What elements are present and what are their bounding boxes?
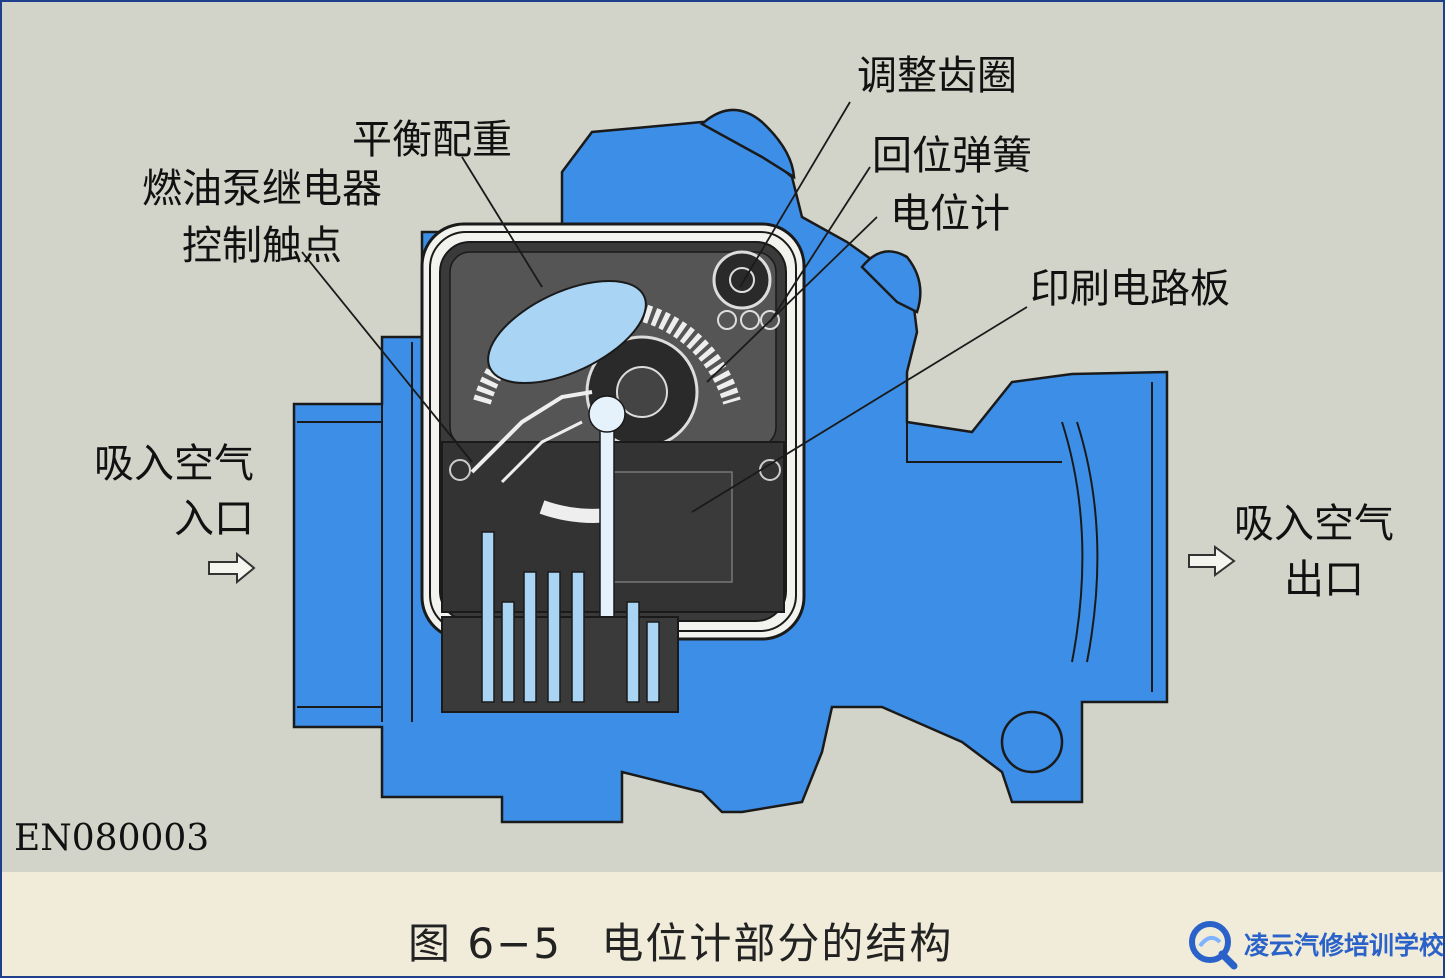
label-potentiometer: 电位计	[890, 191, 1010, 237]
figure-caption: 图 6−5 电位计部分的结构	[408, 910, 977, 971]
label-air-inlet-1: 吸入空气	[94, 441, 254, 487]
counterweight-part	[487, 279, 647, 385]
label-counterweight: 平衡配重	[352, 117, 512, 163]
outlet-arrow-icon	[1188, 545, 1236, 577]
caption-number: 图 6−5	[408, 919, 562, 968]
watermark: 凌云汽修培训学校	[1186, 918, 1444, 970]
label-air-inlet-2: 入口	[174, 496, 254, 542]
right-knob	[860, 250, 922, 314]
connector-pins	[481, 531, 660, 703]
label-return-spring: 回位弹簧	[872, 133, 1032, 179]
top-knob	[699, 108, 796, 180]
label-pcb: 印刷电路板	[1030, 266, 1230, 312]
outlet-lines	[297, 342, 1153, 722]
label-fuel-pump-relay: 燃油泵继电器	[142, 166, 382, 212]
caption-title: 电位计部分的结构	[601, 919, 954, 968]
figure-code: EN080003	[14, 818, 210, 859]
watermark-text: 凌云汽修培训学校	[1244, 931, 1445, 960]
magnifier-logo-icon	[1189, 921, 1238, 970]
leader-lines	[301, 101, 1028, 513]
figure-panel: 调整齿圈 平衡配重 回位弹簧 燃油泵继电器 控制触点 电位计 印刷电路板 吸入空…	[2, 2, 1443, 872]
relay-contacts	[470, 390, 593, 474]
flow-meter-diagram	[208, 101, 1236, 824]
label-air-outlet-2: 出口	[1284, 557, 1364, 603]
label-air-outlet-1: 吸入空气	[1234, 501, 1394, 547]
label-adjust-ring: 调整齿圈	[857, 53, 1017, 99]
return-spring-part	[712, 250, 772, 310]
inlet-arrow-icon	[208, 551, 256, 585]
label-control-contacts: 控制触点	[182, 223, 342, 269]
flow-arrows	[208, 545, 1236, 585]
bottom-port	[1000, 710, 1064, 774]
pcb-inner	[611, 471, 733, 583]
